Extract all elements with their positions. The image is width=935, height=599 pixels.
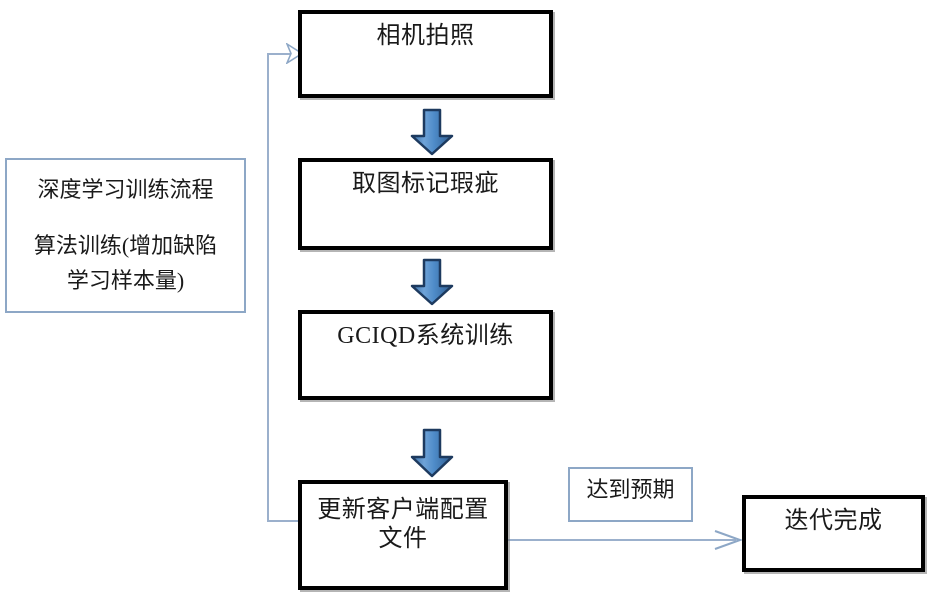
final-label: 迭代完成 (784, 508, 883, 534)
down-block-arrow-icon-2 (410, 258, 454, 306)
step-box-gciqd-training[interactable]: GCIQD系统训练 (298, 310, 553, 400)
condition-label: 达到预期 (586, 477, 675, 502)
condition-label-box: 达到预期 (568, 467, 693, 522)
step-label-3: GCIQD系统训练 (337, 323, 514, 349)
note-heading: 深度学习训练流程 (37, 177, 214, 203)
feedback-line-top (267, 53, 293, 55)
down-block-arrow-icon-3 (410, 428, 454, 478)
step-label-4: 更新客户端配置 文件 (317, 497, 489, 553)
down-block-arrow-icon-1 (410, 108, 454, 156)
training-process-note: 深度学习训练流程 算法训练(增加缺陷 学习样本量) (5, 158, 246, 313)
final-box-iteration-complete[interactable]: 迭代完成 (742, 495, 925, 572)
feedback-arrow-head-icon (286, 43, 304, 64)
step-label-1: 相机拍照 (376, 23, 475, 49)
step-box-camera-capture[interactable]: 相机拍照 (298, 10, 553, 98)
right-arrow-head-icon (714, 530, 742, 550)
step-box-mark-defects[interactable]: 取图标记瑕疵 (298, 158, 553, 250)
step-label-2: 取图标记瑕疵 (352, 171, 499, 197)
to-final-line (508, 539, 736, 541)
step-box-update-client-config[interactable]: 更新客户端配置 文件 (298, 480, 508, 590)
note-body: 算法训练(增加缺陷 学习样本量) (33, 233, 218, 293)
feedback-line-bottom (267, 520, 300, 522)
feedback-line-vertical (267, 53, 269, 522)
